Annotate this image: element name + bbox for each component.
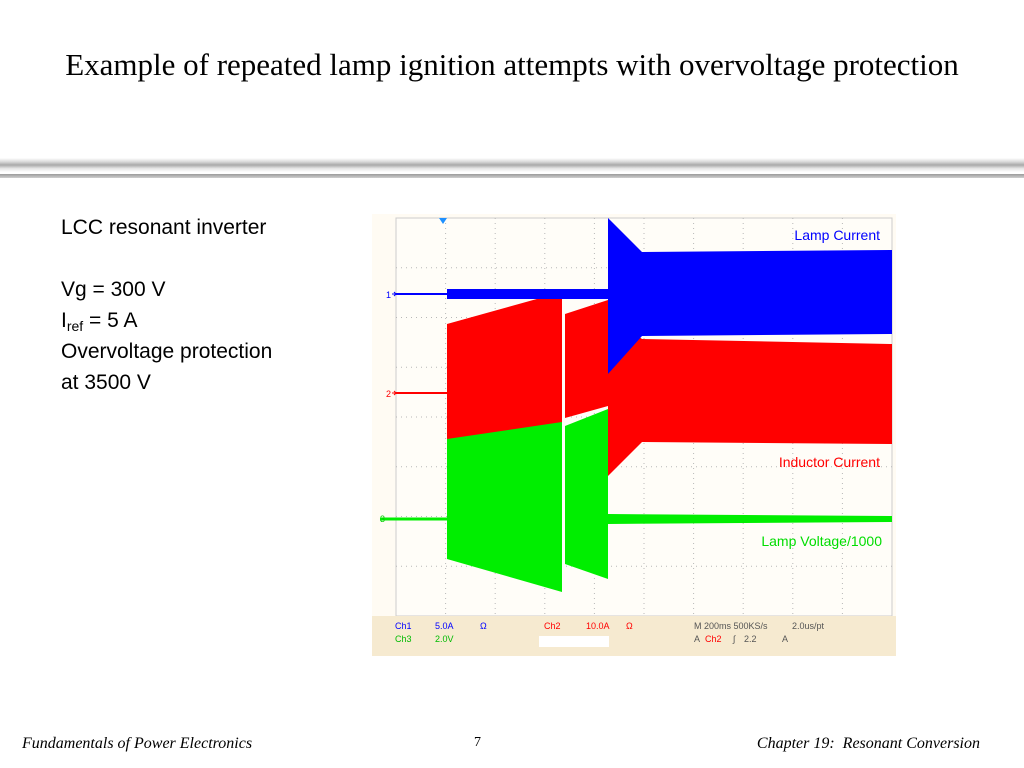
notes-vg: Vg = 300 V [61,278,166,301]
ch3-burst-2 [565,409,608,579]
ch2-burst-1 [447,292,562,439]
ch1-marker: 1 [386,290,391,300]
oscilloscope-screenshot: 1 2 3 Lamp Current Inductor Current Lamp… [372,214,896,656]
notes-panel: LCC resonant inverter Vg = 300 V Iref = … [61,212,361,398]
readout-timebase: M 200ms 500KS/s [694,621,768,631]
ch3-steady [608,514,892,524]
notes-iref-subscript: ref [66,318,84,334]
notes-inverter: LCC resonant inverter [61,216,267,239]
ch1-arrow [392,291,398,297]
readout-ch2: Ch2 [544,621,561,631]
lamp-voltage-label: Lamp Voltage/1000 [761,533,882,549]
ch3-marker: 3 [380,514,385,524]
ch2-arrow [392,390,398,396]
scope-readout: Ch1 5.0A Ω Ch2 10.0A Ω Ch3 2.0V M 200ms … [372,616,896,656]
footer-page-number: 7 [474,735,481,750]
footer-chapter: Chapter 19: Resonant Conversion [756,735,980,752]
readout-ch3: Ch3 [395,634,412,644]
slide-title: Example of repeated lamp ignition attemp… [65,47,959,82]
lamp-current-label: Lamp Current [794,227,880,243]
notes-iref-value: = 5 A [83,309,138,332]
readout-trigger-level: 2.2 [744,634,757,644]
readout-trigger-unit: A [782,634,789,644]
readout-blank-box [539,636,609,647]
readout-ch2-unit: Ω [626,621,633,631]
readout-ch3-scale: 2.0V [435,634,454,644]
readout-ch1: Ch1 [395,621,412,631]
scope-plot: 1 2 3 Lamp Current Inductor Current Lamp… [380,217,893,617]
title-divider [0,158,1024,172]
scope-waveforms [380,218,892,592]
notes-iref: Iref = 5 A [61,305,361,336]
readout-ch1-unit: Ω [480,621,487,631]
footer-book-title: Fundamentals of Power Electronics [22,735,253,752]
notes-overvoltage-value: at 3500 V [61,371,151,394]
ch2-ringdown [608,314,892,476]
readout-ch2-scale: 10.0A [586,621,610,631]
readout-trigger-edge-icon: ∫ [733,634,736,644]
notes-iref-symbol: I [61,309,67,332]
ch1-idle [447,289,608,299]
ch2-burst-2 [565,300,608,418]
readout-trigger-channel: Ch2 [705,634,722,644]
ch2-marker: 2 [386,389,391,399]
notes-overvoltage: Overvoltage protection [61,340,273,363]
inductor-current-label: Inductor Current [779,454,880,470]
readout-trigger-a: A [694,634,701,644]
readout-ch1-scale: 5.0A [435,621,454,631]
notes-gap [61,243,361,274]
ch3-burst-1 [447,414,562,592]
title-divider-lower [0,174,1024,178]
ch1-ringdown [608,218,892,374]
readout-sample-rate: 2.0us/pt [792,621,825,631]
trigger-marker [439,218,447,224]
